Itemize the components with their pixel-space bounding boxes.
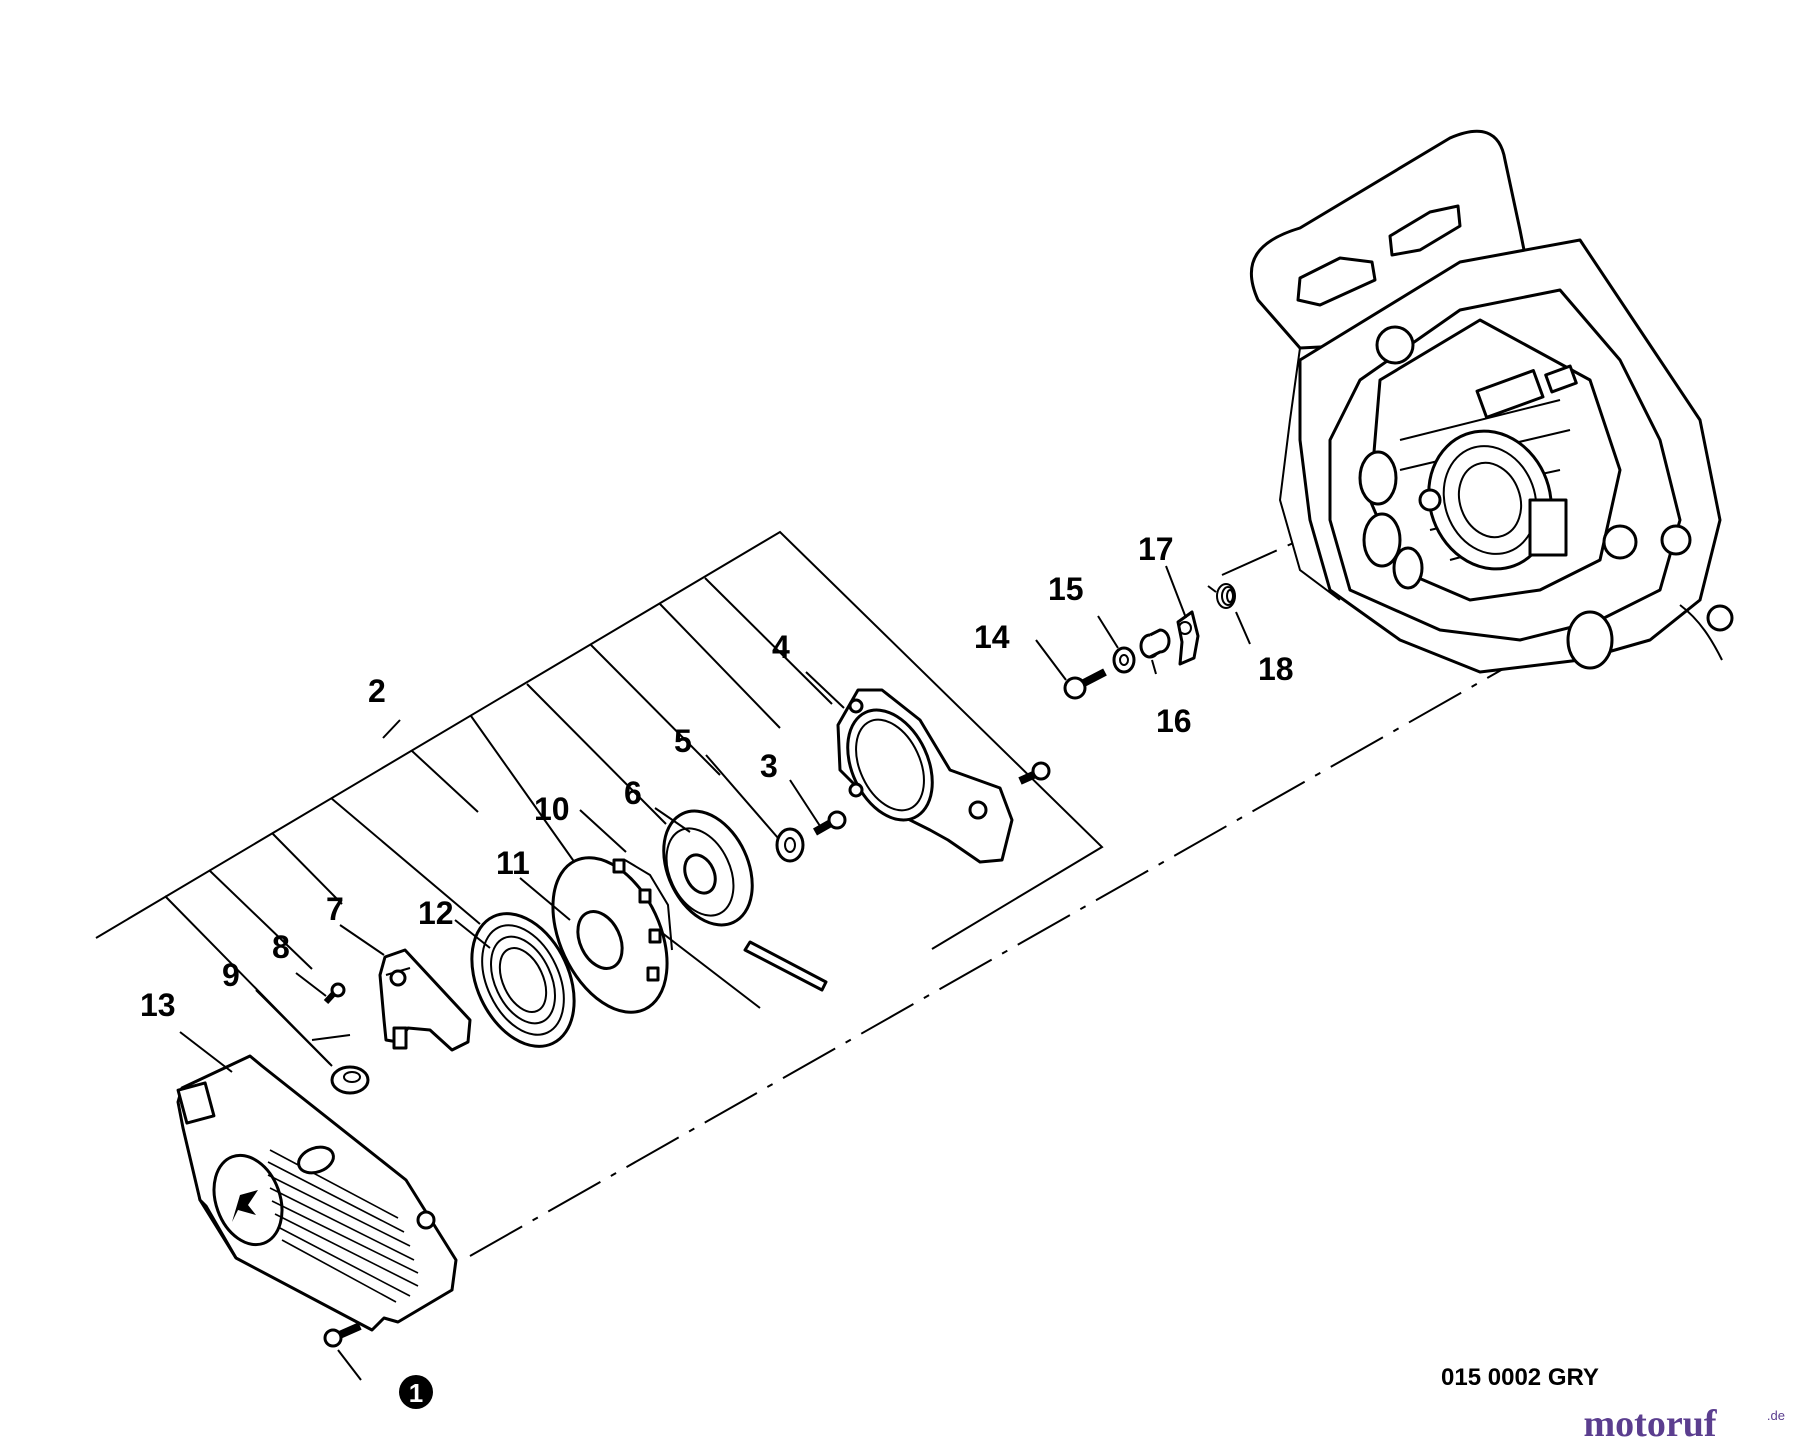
part-label-14: 14: [974, 619, 1010, 655]
starter-cover: [176, 1054, 458, 1332]
part-label-3: 3: [760, 748, 778, 784]
grommet-9: [330, 1065, 370, 1095]
washer-15: [1112, 646, 1136, 674]
watermark-logo: motoruf .de: [1584, 1403, 1785, 1444]
part-label-group: 2 4 5 3 6 10 11 12 7 8 9 13 14 15 16 17 …: [140, 531, 1294, 1023]
part-label-5: 5: [674, 723, 692, 759]
rope-pulley: [662, 809, 828, 992]
leader-lines: [179, 565, 1251, 1381]
gasket-plate: [836, 688, 1014, 864]
part-label-12: 12: [418, 895, 454, 931]
part-label-6: 6: [624, 775, 642, 811]
bushing-16: [1139, 628, 1171, 659]
screw-3: [813, 810, 847, 836]
callout-1: 1: [399, 1375, 433, 1409]
screw-8: [323, 982, 346, 1005]
part-label-13: 13: [140, 987, 176, 1023]
part-label-16: 16: [1156, 703, 1192, 739]
part-label-9: 9: [222, 957, 240, 993]
starter-handle: [378, 948, 472, 1052]
recoil-spring: [470, 912, 576, 1048]
part-label-11: 11: [496, 845, 530, 881]
part-label-1: 1: [409, 1378, 423, 1408]
spring-18: [1207, 583, 1236, 609]
part-label-17: 17: [1138, 531, 1174, 567]
part-label-4: 4: [772, 629, 790, 665]
part-label-7: 7: [326, 891, 344, 927]
part-label-10: 10: [534, 791, 570, 827]
part-label-18: 18: [1258, 651, 1294, 687]
drawing-code: 015 0002 GRY: [1441, 1364, 1599, 1391]
screw-plate: [1018, 761, 1051, 785]
bolt-14: [1063, 668, 1107, 700]
part-label-8: 8: [272, 929, 290, 965]
part-label-15: 15: [1048, 571, 1084, 607]
centerline-engine: [1221, 539, 1301, 576]
group-2-frame: [95, 530, 1104, 1067]
pawl-17: [1176, 610, 1200, 666]
screw-1: [323, 1322, 362, 1348]
engine-body: [1249, 129, 1734, 674]
watermark-text: motoruf: [1584, 1403, 1718, 1444]
centerline-main: [469, 647, 1541, 1257]
part-label-2: 2: [368, 673, 386, 709]
watermark-suffix: .de: [1767, 1408, 1785, 1423]
spring-case: [551, 856, 673, 1014]
washer-5: [775, 827, 805, 863]
